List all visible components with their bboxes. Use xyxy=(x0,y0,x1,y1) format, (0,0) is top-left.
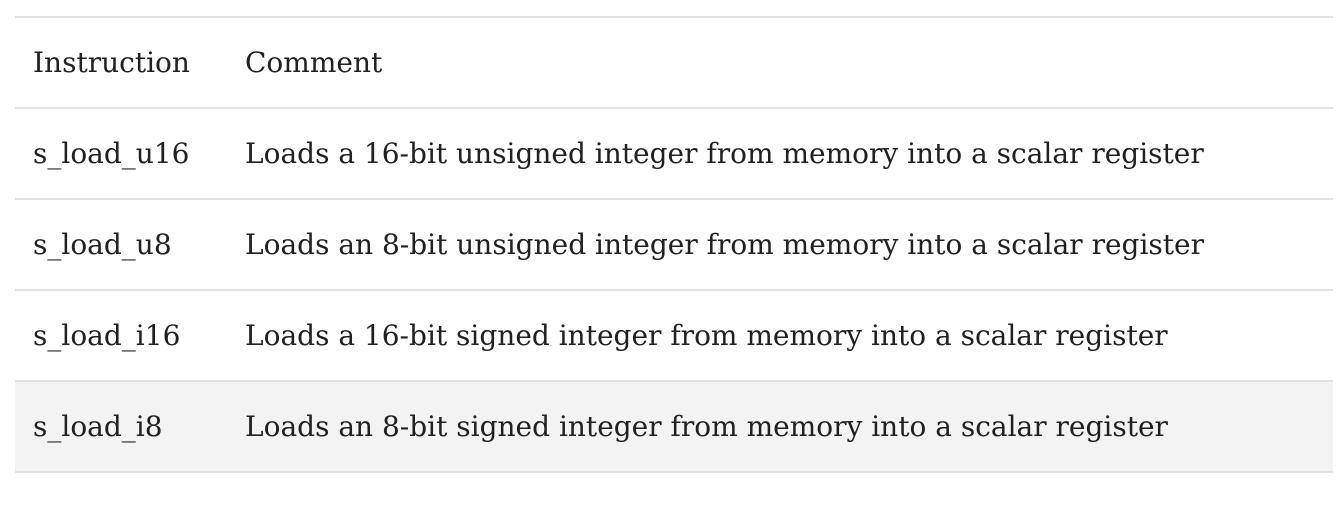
table-row: s_load_i16 Loads a 16-bit signed integer … xyxy=(15,290,1333,381)
table-row: s_load_u8 Loads an 8-bit unsigned integer… xyxy=(15,199,1333,290)
table-head: Instruction Comment xyxy=(15,17,1333,108)
column-header-comment: Comment xyxy=(245,46,383,79)
table-body: s_load_u16 Loads a 16-bit unsigned intege… xyxy=(15,108,1333,472)
comment-cell: Loads an 8-bit signed integer from memor… xyxy=(245,410,1168,443)
instruction-cell: s_load_i8 xyxy=(33,410,163,443)
instruction-cell: s_load_i16 xyxy=(33,319,181,352)
comment-cell: Loads an 8-bit unsigned integer from mem… xyxy=(245,228,1204,261)
comment-cell: Loads a 16-bit signed integer from memor… xyxy=(245,319,1168,352)
instruction-cell: s_load_u8 xyxy=(33,228,172,261)
instruction-cell: s_load_u16 xyxy=(33,137,190,170)
comment-cell: Loads a 16-bit unsigned integer from mem… xyxy=(245,137,1204,170)
table-row: s_load_u16 Loads a 16-bit unsigned intege… xyxy=(15,108,1333,199)
column-header-instruction: Instruction xyxy=(33,46,190,79)
table-header-row: Instruction Comment xyxy=(15,17,1333,108)
table-row: s_load_i8 Loads an 8-bit signed integer f… xyxy=(15,381,1333,472)
